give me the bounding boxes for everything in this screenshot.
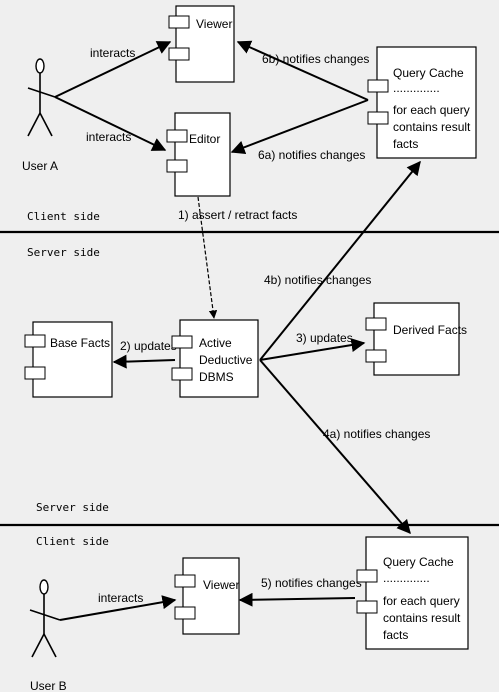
edge-label-dbms-basefacts: 2) updates [120,339,177,353]
client-side-label-top: Client side [27,210,100,223]
dbms-line1: Active [199,336,232,350]
edge-label-usera-viewer: interacts [90,46,135,60]
base-facts-component: Base Facts [24,321,113,398]
edge-querycache-editor [230,99,369,155]
edge-label-usera-editor: interacts [86,130,131,144]
base-facts-label: Base Facts [50,336,110,350]
query-cache-top-component: Query Cache .............. for each quer… [367,46,477,159]
edge-dbms-basefacts [112,354,176,369]
query-cache-bottom-divider: .............. [383,571,430,585]
edge-usera-editor [54,96,167,151]
dbms-line3: DBMS [199,370,234,384]
edge-editor-dbms [197,196,218,319]
edge-label-querycache-viewer: 6b) notifies changes [262,52,369,66]
edge-label-dbms-querycache-top: 4b) notifies changes [264,273,371,287]
editor-label: Editor [189,132,220,146]
query-cache-top-title: Query Cache [393,66,464,80]
viewer-top-component: Viewer [168,5,235,83]
dbms-component: Active Deductive DBMS [171,319,259,398]
edge-dbms-querycache-bottom [259,359,411,535]
edge-userb-viewer [59,595,177,621]
user-b-label: User B [30,679,67,692]
query-cache-top-line3: facts [393,137,418,151]
edge-usera-viewer [54,41,172,98]
edge-label-userb-viewer: interacts [98,591,143,605]
edge-dbms-derivedfacts [259,338,366,361]
user-a-label: User A [22,159,58,173]
server-side-label-bottom: Server side [36,501,109,514]
client-side-label-bottom: Client side [36,535,109,548]
edge-querycache-viewer [236,40,369,101]
edge-querycache-viewer-bottom [238,592,356,607]
query-cache-top-line2: contains result [393,120,471,134]
query-cache-bottom-component: Query Cache .............. for each quer… [356,536,469,650]
edge-label-dbms-querycache-bottom: 4a) notifies changes [323,427,430,441]
server-side-label-top: Server side [27,246,100,259]
viewer-top-label: Viewer [196,17,232,31]
viewer-bottom-component: Viewer [174,557,240,635]
query-cache-top-divider: .............. [393,81,440,95]
derived-facts-label: Derived Facts [393,323,467,337]
query-cache-bottom-line1: for each query [383,594,460,608]
edge-label-dbms-derivedfacts: 3) updates [296,331,353,345]
query-cache-bottom-line3: facts [383,628,408,642]
dbms-line2: Deductive [199,353,253,367]
user-a-actor: User A [22,58,58,173]
edge-dbms-querycache-top [259,160,421,361]
edge-label-querycache-editor: 6a) notifies changes [258,148,365,162]
edge-label-querycache-viewer-bottom: 5) notifies changes [261,576,362,590]
derived-facts-component: Derived Facts [365,302,467,376]
viewer-bottom-label: Viewer [203,578,239,592]
query-cache-bottom-line2: contains result [383,611,461,625]
user-b-actor: User B [29,579,67,692]
query-cache-top-line1: for each query [393,103,470,117]
editor-component: Editor [166,112,231,197]
edge-label-editor-dbms: 1) assert / retract facts [178,208,297,222]
query-cache-bottom-title: Query Cache [383,555,454,569]
